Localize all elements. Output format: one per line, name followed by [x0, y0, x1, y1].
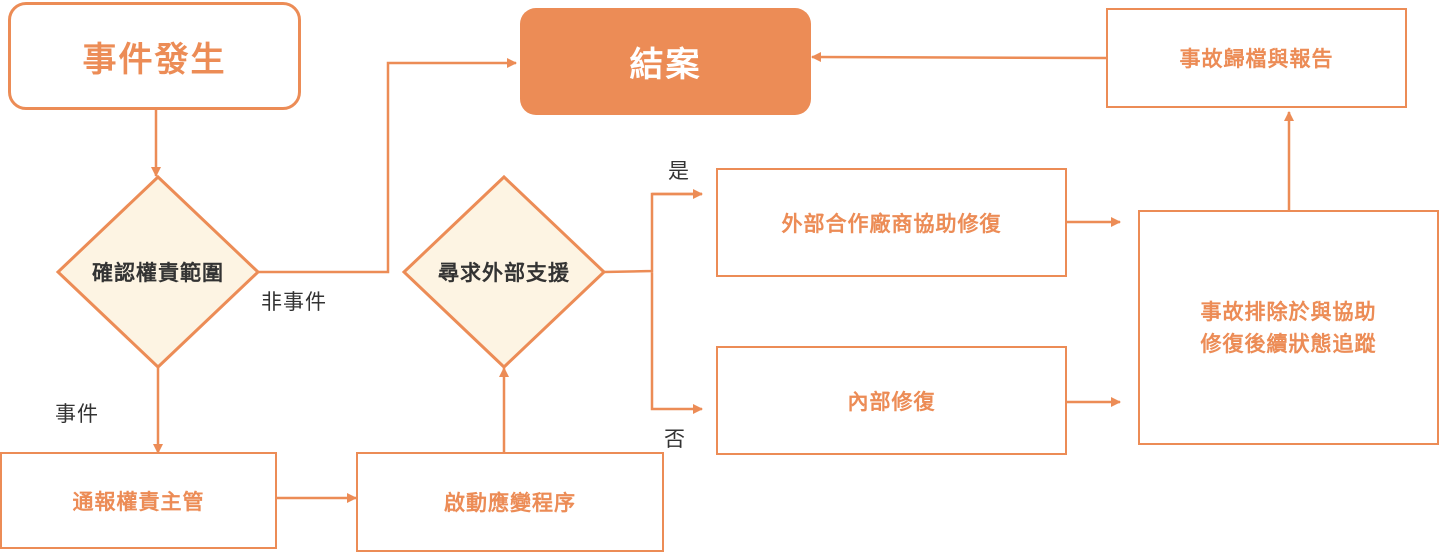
edge-archive-to-end [811, 52, 1107, 63]
edge-label-no: 否 [664, 427, 686, 451]
edge-check-to-end [258, 58, 517, 274]
edge-label-yes: 是 [668, 159, 690, 183]
decision-diamond-check-scope [55, 174, 261, 370]
node-archive-report: 事故歸檔與報告 [1106, 8, 1407, 108]
edge-label-incident: 事件 [55, 402, 99, 426]
troubleshoot-line-2: 修復後續狀態追蹤 [1200, 331, 1377, 356]
node-vendor-repair: 外部合作廠商協助修復 [716, 168, 1067, 277]
node-incident-occurs: 事件發生 [8, 2, 301, 110]
node-start-response: 啟動應變程序 [356, 452, 664, 552]
decision-label-seek-support: 尋求外部支援 [438, 261, 570, 285]
troubleshoot-line-1: 事故排除於與協助 [1200, 299, 1377, 324]
edge-label-non-incident: 非事件 [261, 290, 327, 314]
edge-support-branch [603, 192, 702, 409]
decision-label-check-scope: 確認權責範圍 [92, 261, 224, 285]
node-troubleshoot: 事故排除於與協助 修復後續狀態追蹤 [1138, 210, 1439, 445]
node-case-closed: 結案 [520, 8, 811, 115]
node-internal-repair: 內部修復 [716, 346, 1067, 455]
node-notify-manager: 通報權責主管 [0, 452, 277, 549]
